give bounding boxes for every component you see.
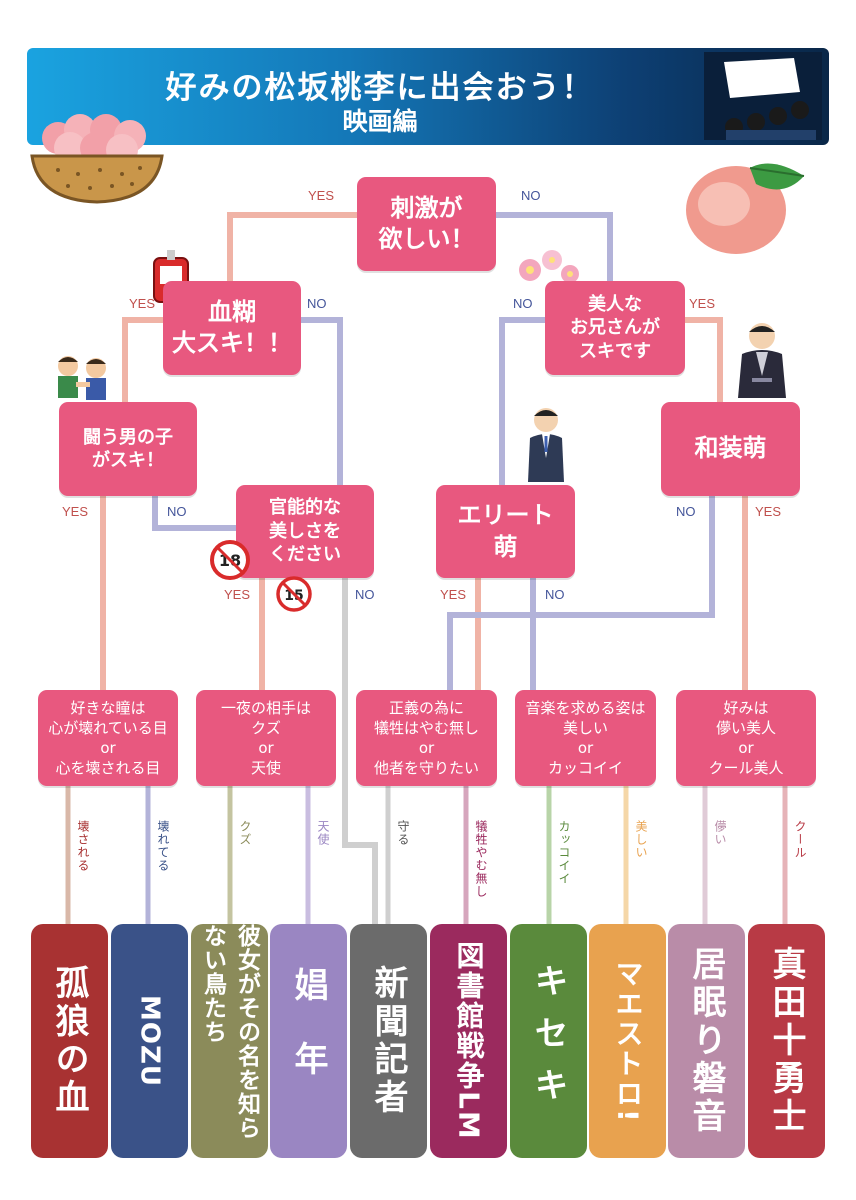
result-shinbun-kisha: 新聞記者 [350,924,427,1158]
page-title: 好みの松坂桃李に出会おう！ [60,62,700,107]
peach-basket-illustration [28,108,166,206]
label-q7-yes: YES [755,504,781,519]
question-stimulation: 刺激が 欲しい！ [357,177,496,271]
answer-label: 儚い [712,820,729,846]
choice-one-night: 一夜の相手は クズ or 天使 [196,690,336,786]
label-q7-no: NO [676,504,696,519]
answer-label: クール [792,820,809,859]
label-q1-no: NO [521,188,541,203]
label-q5-yes: YES [224,587,250,602]
result-sanada-juyushi: 真田十勇士 [748,924,825,1158]
answer-label: 壊される [75,820,92,872]
question-elite: エリート 萌 [436,485,575,578]
question-japanese-dress: 和装萌 [661,402,800,496]
result-koro-no-chi: 孤狼の血 [31,924,108,1158]
line-q1-yes [230,215,358,282]
label-q1-yes: YES [308,188,334,203]
choice-justice: 正義の為に 犠牲はやむ無し or 他者を守りたい [356,690,497,786]
line-q2-no [301,320,340,486]
line-q3-yes [685,320,720,403]
answer-label: 守る [395,820,412,846]
result-shonen: 娼年 [270,924,347,1158]
result-kiseki: キセキ [510,924,587,1158]
r18-badge-icon: 18 [208,538,252,582]
fighting-boys-illustration [50,352,116,408]
answer-label: 壊れてる [155,820,172,872]
result-kanojo-ga-sono-na: 彼女がその名を知らない鳥たち [191,924,268,1158]
question-beautiful-man: 美人な お兄さんが スキです [545,281,685,375]
question-fighting-boys: 闘う男の子 がスキ！ [59,402,197,496]
peach-illustration [680,152,810,262]
label-q6-yes: YES [440,587,466,602]
label-q6-no: NO [545,587,565,602]
label-q4-no: NO [167,504,187,519]
label-q3-no: NO [513,296,533,311]
result-inemuri-iwane: 居眠り磐音 [668,924,745,1158]
question-fake-blood: 血糊 大スキ！！ [163,281,301,375]
choice-eyes: 好きな瞳は 心が壊れている目 or 心を壊される目 [38,690,178,786]
result-maestro: マエストロ! [589,924,666,1158]
choice-beauty-type: 好みは 儚い美人 or クール美人 [676,690,816,786]
label-q2-yes: YES [129,296,155,311]
answer-label: カッコイイ [556,820,573,885]
line-q2-yes [125,320,163,403]
label-q5-no: NO [355,587,375,602]
businessman-illustration [522,404,570,484]
movie-theater-illustration [704,52,822,140]
label-q3-yes: YES [689,296,715,311]
answer-label: 美しい [633,820,650,859]
result-toshokan-senso: 図書館戦争LM [430,924,507,1158]
answer-label: クズ [237,820,254,846]
question-sensual-beauty: 官能的な 美しさを ください [236,485,374,578]
label-q4-yes: YES [62,504,88,519]
label-q2-no: NO [307,296,327,311]
answer-label: 天使 [315,820,332,846]
kimono-man-illustration [734,320,790,398]
choice-music: 音楽を求める姿は 美しい or カッコイイ [515,690,656,786]
r15-badge-icon: 15 [274,574,314,614]
flowers-icon [516,246,580,286]
result-mozu: MOZU [111,924,188,1158]
answer-label: 犠牲やむ無し [473,820,490,898]
